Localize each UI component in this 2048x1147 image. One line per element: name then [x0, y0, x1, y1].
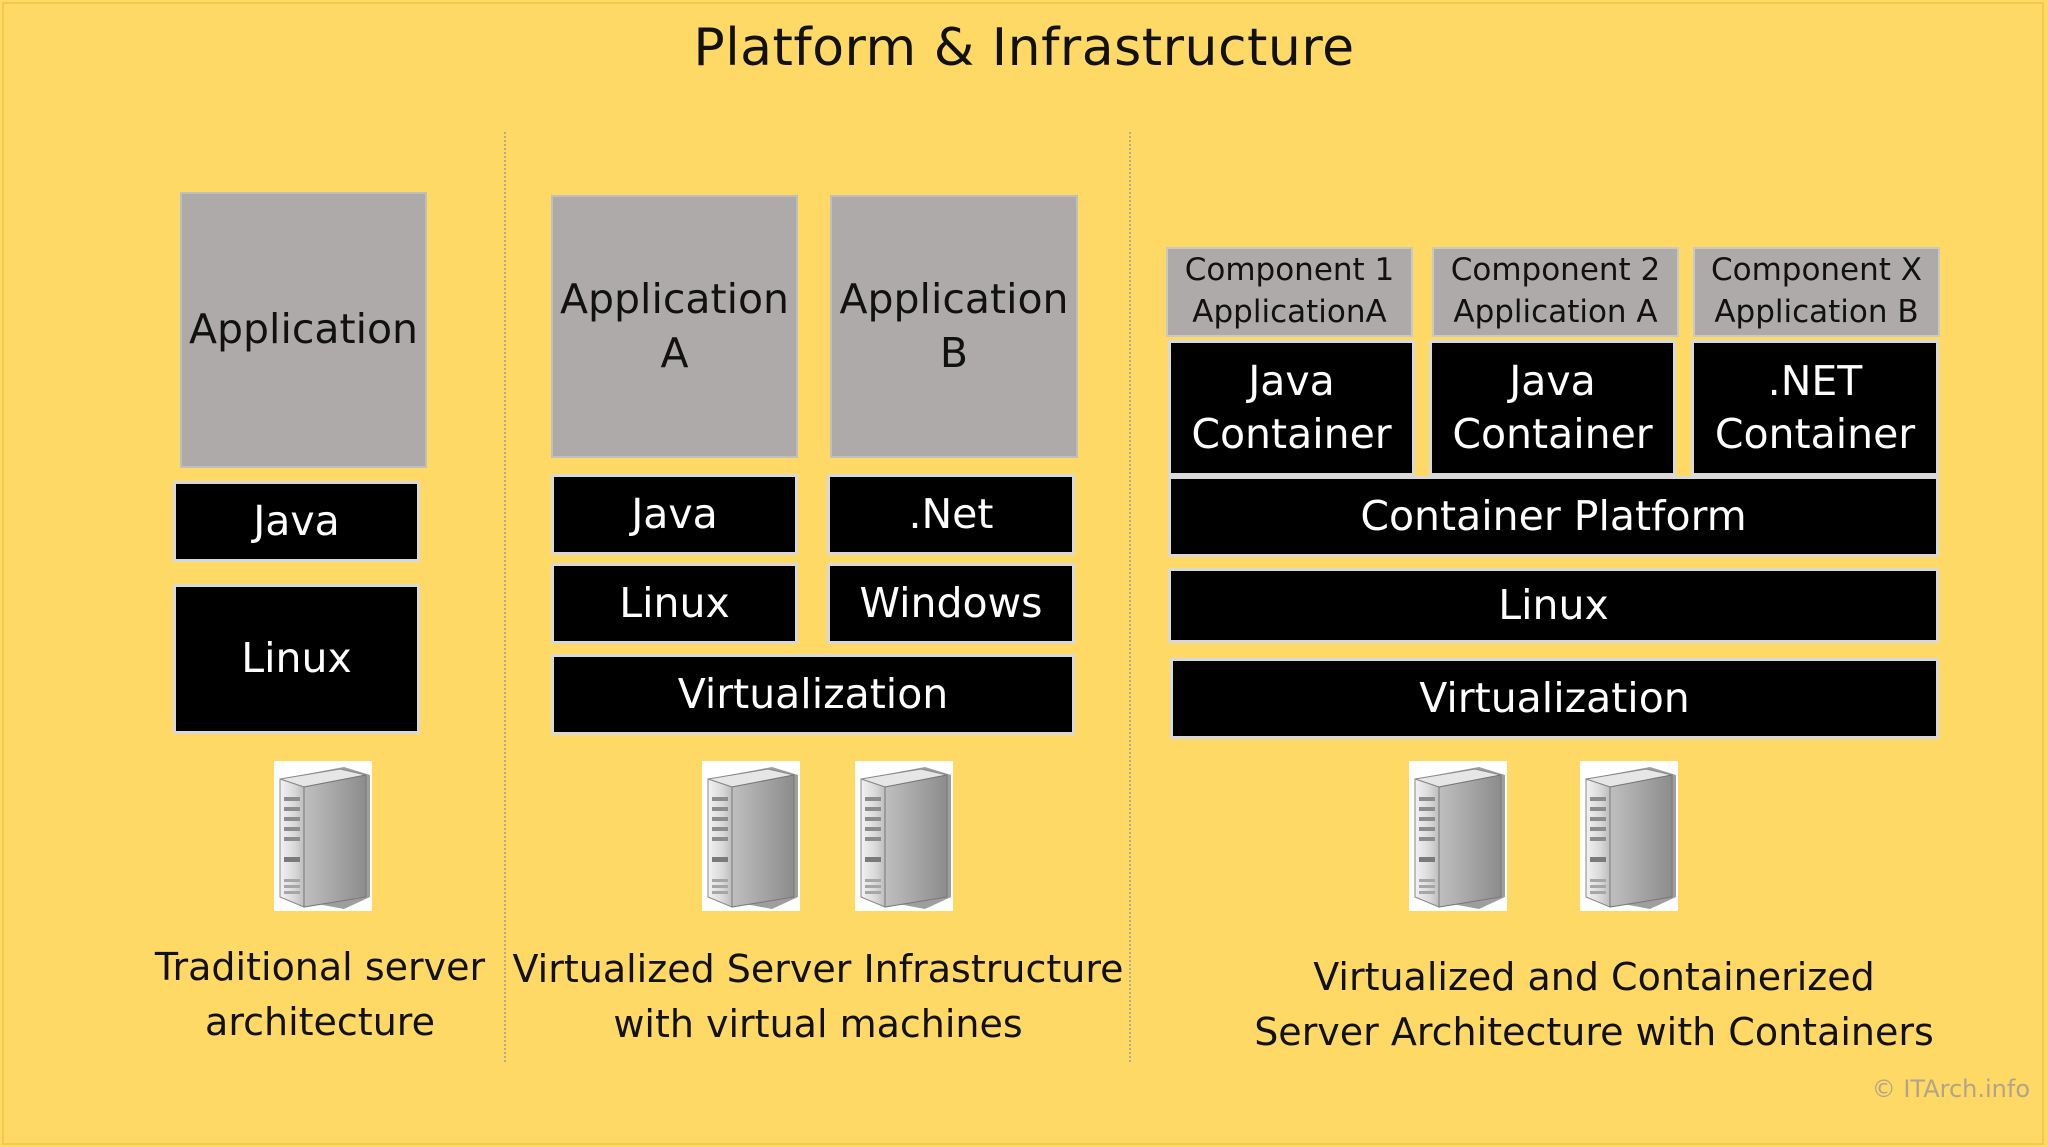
containerized-linux-block: Linux — [1168, 568, 1939, 643]
component-1-block: Component 1 ApplicationA — [1166, 247, 1413, 337]
component-2-block: Component 2 Application A — [1432, 247, 1679, 337]
virtualized-application-b-block: Application B — [830, 195, 1078, 458]
virtualized-java-block: Java — [551, 474, 798, 555]
server-icon — [1409, 761, 1507, 911]
virtualized-linux-label: Linux — [619, 578, 730, 627]
java-container-2-line1: Java — [1509, 356, 1596, 405]
net-container-block: .NET Container — [1691, 340, 1939, 476]
virtualized-java-label: Java — [631, 489, 718, 538]
app-b-line1: Application — [839, 275, 1069, 324]
traditional-caption-line2: architecture — [205, 1000, 435, 1045]
java-container-1-line1: Java — [1248, 356, 1335, 405]
containerized-caption-line2: Server Architecture with Containers — [1254, 1010, 1934, 1055]
containerized-caption-line1: Virtualized and Containerized — [1313, 955, 1875, 999]
virtualized-virtualization-block: Virtualization — [551, 654, 1075, 735]
container-platform-block: Container Platform — [1168, 476, 1939, 557]
traditional-caption: Traditional server architecture — [120, 940, 520, 1050]
traditional-application-label: Application — [188, 305, 419, 354]
virtualized-windows-block: Windows — [827, 563, 1075, 644]
column-divider-right — [1129, 132, 1131, 1062]
column-divider-left — [504, 132, 506, 1062]
component-2-line2: Application A — [1453, 294, 1658, 330]
container-platform-label: Container Platform — [1360, 491, 1747, 540]
containerized-virtualization-label: Virtualization — [1419, 673, 1690, 722]
virtualized-net-block: .Net — [827, 474, 1075, 555]
page-title: Platform & Infrastructure — [693, 18, 1355, 78]
traditional-caption-line1: Traditional server — [154, 945, 486, 989]
component-x-line2: Application B — [1714, 294, 1919, 330]
containerized-caption: Virtualized and Containerized Server Arc… — [1236, 950, 1952, 1060]
virtualized-net-label: .Net — [908, 489, 994, 538]
virtualized-windows-label: Windows — [859, 578, 1043, 627]
net-container-line2: Container — [1714, 410, 1916, 458]
server-icon — [702, 761, 800, 911]
virtualized-application-a-block: Application A — [551, 195, 798, 458]
java-container-1-line2: Container — [1191, 410, 1392, 458]
copyright-notice: © ITArch.info — [1871, 1075, 2030, 1103]
component-1-line2: ApplicationA — [1192, 294, 1387, 330]
virtualized-caption-line2: with virtual machines — [613, 1002, 1023, 1047]
virtualized-caption: Virtualized Server Infrastructure with v… — [512, 942, 1124, 1052]
server-icon — [274, 761, 372, 911]
app-b-line2: B — [939, 328, 969, 377]
app-a-line1: Application — [559, 275, 790, 324]
net-container-line1: .NET — [1767, 356, 1863, 405]
component-x-block: Component X Application B — [1693, 247, 1940, 337]
traditional-application-block: Application — [180, 192, 427, 468]
virtualized-caption-line1: Virtualized Server Infrastructure — [512, 947, 1124, 991]
traditional-linux-block: Linux — [173, 584, 420, 734]
server-icon — [1580, 761, 1678, 911]
java-container-2-block: Java Container — [1429, 340, 1676, 476]
app-a-line2: A — [660, 328, 689, 377]
java-container-2-line2: Container — [1452, 410, 1653, 458]
component-2-line1: Component 2 — [1450, 252, 1661, 289]
virtualized-virtualization-label: Virtualization — [677, 669, 949, 718]
traditional-java-block: Java — [173, 481, 420, 562]
java-container-1-block: Java Container — [1168, 340, 1415, 476]
traditional-linux-label: Linux — [241, 634, 352, 683]
containerized-linux-label: Linux — [1498, 580, 1609, 629]
component-x-line1: Component X — [1710, 252, 1923, 289]
component-1-line1: Component 1 — [1184, 252, 1395, 289]
server-icon — [855, 761, 953, 911]
containerized-virtualization-block: Virtualization — [1170, 658, 1939, 739]
virtualized-linux-block: Linux — [551, 563, 798, 644]
traditional-java-label: Java — [253, 496, 340, 545]
